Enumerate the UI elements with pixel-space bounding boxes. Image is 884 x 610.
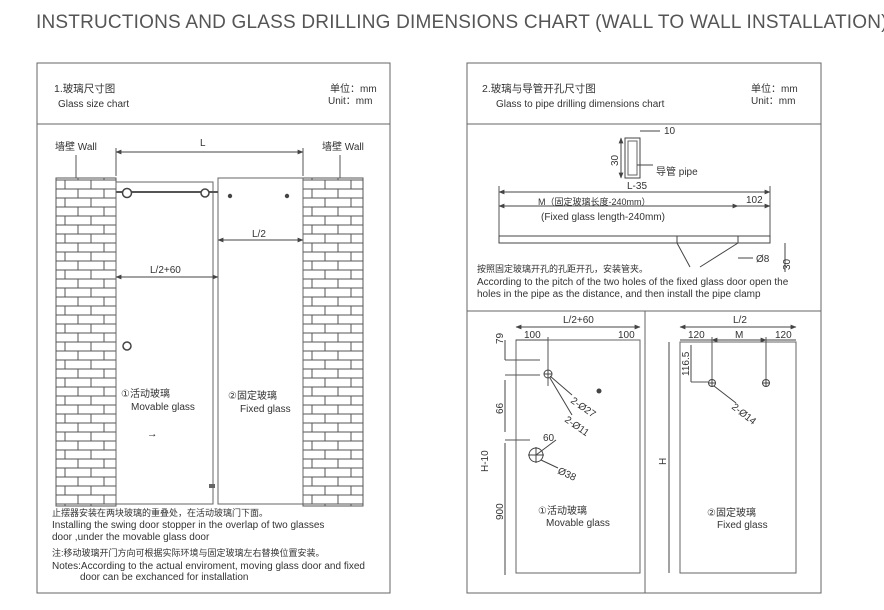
- dim-L2-60: L/2+60: [150, 265, 181, 276]
- dim-66: 66: [495, 402, 506, 414]
- right-wall: [302, 177, 364, 507]
- note2-en-line2: door can be exchanced for installation: [80, 572, 248, 583]
- fixed-glass-outline: [679, 341, 797, 574]
- movable-drill-en: Movable glass: [546, 518, 610, 529]
- panel2-unit-en: Unit：mm: [751, 96, 795, 107]
- left-wall: [55, 177, 117, 507]
- hole-11: 2-Ø11: [562, 414, 591, 439]
- pipe-section: [624, 137, 641, 179]
- dim-M: M: [735, 330, 743, 341]
- panel1-heading-en: Glass size chart: [58, 99, 129, 110]
- note1-cn: 止摆器安装在两块玻璃的重叠处，在活动玻璃门下面。: [52, 507, 268, 518]
- pipe-long: [498, 235, 771, 244]
- dim-60: 60: [543, 433, 555, 444]
- panel1-unit-cn: 单位：mm: [330, 82, 377, 95]
- panel2-heading-en: Glass to pipe drilling dimensions chart: [496, 99, 665, 110]
- dim-10: 10: [664, 126, 676, 137]
- m-label-cn: M（固定玻璃长度-240mm）: [538, 196, 651, 207]
- dim-900: 900: [495, 503, 506, 520]
- dim-30b: 30: [782, 258, 793, 270]
- panel-glass-size: 1.玻璃尺寸图 Glass size chart 单位：mm Unit：mm 墙…: [36, 62, 391, 594]
- dim-H10: H-10: [480, 450, 491, 472]
- pipe-note-cn: 按照固定玻璃开孔的孔距开孔，安装管夹。: [477, 263, 648, 274]
- note1-en-line1: Installing the swing door stopper in the…: [52, 520, 324, 531]
- panel-pipe-drilling: 2.玻璃与导管开孔尺寸图 Glass to pipe drilling dime…: [466, 62, 822, 594]
- hole-14: 2-Ø14: [729, 402, 758, 428]
- panel1-heading-cn: 1.玻璃尺寸图: [54, 82, 115, 95]
- panel1-unit-en: Unit：mm: [328, 96, 372, 107]
- fixed-glass-en: Fixed glass: [240, 404, 291, 415]
- dim-L2-60-b: L/2+60: [563, 315, 594, 326]
- dim-1165: 116.5: [681, 351, 692, 376]
- dim-100a: 100: [524, 330, 541, 341]
- pipe-label: 导管 pipe: [656, 165, 698, 178]
- note2-cn: 注:移动玻璃开门方向可根据实际环境与固定玻璃左右替换位置安装。: [52, 547, 325, 558]
- panel2-heading-cn: 2.玻璃与导管开孔尺寸图: [482, 82, 596, 95]
- panel-fixed-drilling: L/2 120 M 120 116.5 H 2-Ø14 ②固定玻璃 Fixed …: [658, 315, 797, 574]
- wall-left-label: 墙壁 Wall: [55, 140, 97, 153]
- fixed-drill-en: Fixed glass: [717, 520, 768, 531]
- dim-120b: 120: [775, 330, 792, 341]
- wall-right-label: 墙壁 Wall: [322, 140, 364, 153]
- note1-en-line2: door ,under the movable glass door: [52, 532, 210, 543]
- panel-movable-drilling: L/2+60 100 100 79 66 H-10 900 2-Ø27 2-Ø1…: [480, 315, 641, 575]
- movable-drill-cn: ①活动玻璃: [538, 504, 587, 517]
- fixed-glass-panel: [217, 177, 304, 505]
- movable-glass-en: Movable glass: [131, 402, 195, 413]
- dim-L35: L-35: [627, 181, 647, 192]
- fixed-drill-cn: ②固定玻璃: [707, 506, 756, 519]
- dim-L: L: [200, 138, 206, 149]
- movable-glass-cn: ①活动玻璃: [121, 387, 170, 400]
- panel2-unit-cn: 单位：mm: [751, 82, 798, 95]
- fixed-glass-cn: ②固定玻璃: [228, 389, 277, 402]
- pipe-note-en-line2: holes in the pipe as the distance, and t…: [477, 289, 761, 300]
- dim-30: 30: [610, 154, 621, 166]
- dim-100b: 100: [618, 330, 635, 341]
- dim-79: 79: [495, 332, 506, 344]
- dim-H: H: [658, 458, 669, 465]
- m-label-en: (Fixed glass length-240mm): [541, 212, 665, 223]
- dim-L2-b: L/2: [733, 315, 747, 326]
- page-title: INSTRUCTIONS AND GLASS DRILLING DIMENSIO…: [36, 12, 884, 33]
- door-handle-icon: [122, 341, 132, 351]
- dim-120a: 120: [688, 330, 705, 341]
- note2-en-line1: Notes:According to the actual enviroment…: [52, 561, 365, 572]
- dim-102: 102: [746, 195, 763, 206]
- dim-d8: Ø8: [756, 254, 770, 265]
- dim-L2: L/2: [252, 229, 266, 240]
- movable-glass-outline: [515, 339, 641, 574]
- slide-direction-arrow: →: [147, 428, 158, 440]
- pipe-note-en-line1: According to the pitch of the two holes …: [477, 277, 789, 288]
- hole-38: Ø38: [556, 466, 578, 484]
